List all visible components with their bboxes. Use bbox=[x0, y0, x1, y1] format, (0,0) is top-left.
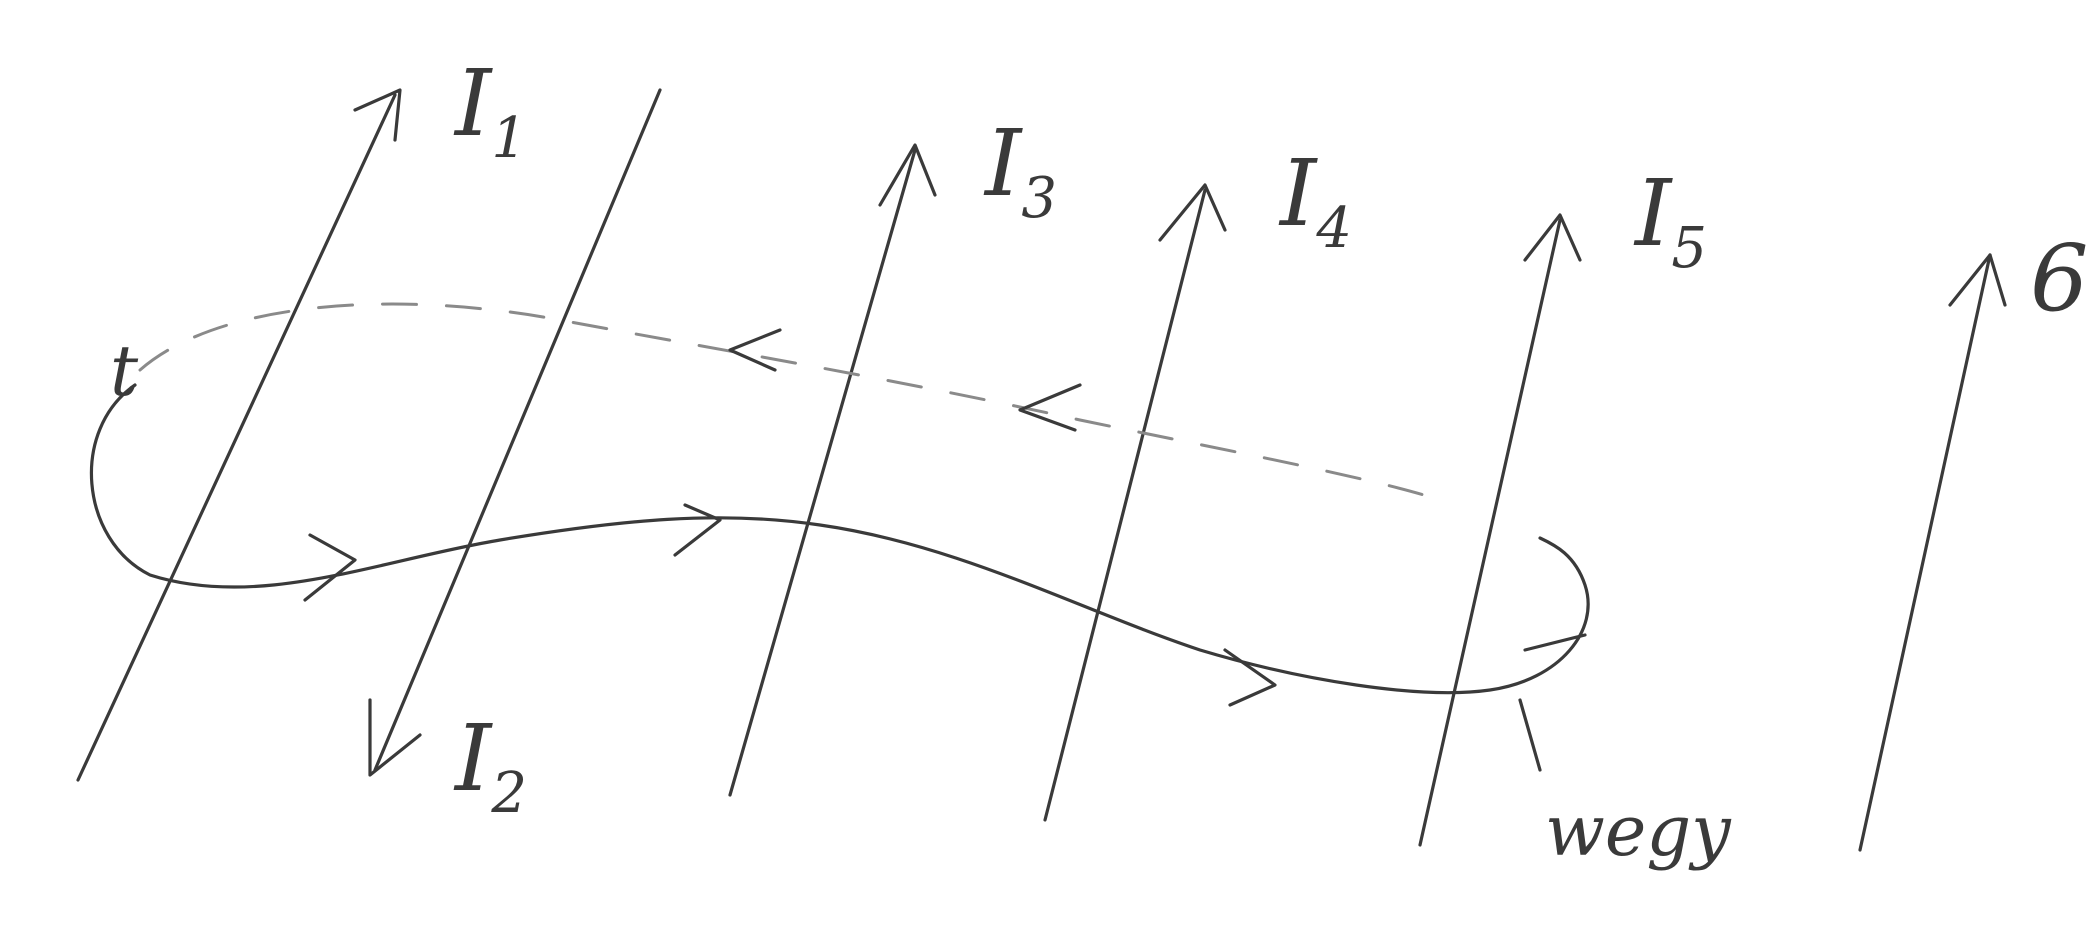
wire-i1 bbox=[76, 88, 402, 782]
label-wegy: wegy bbox=[1545, 790, 1732, 872]
label-t: t bbox=[110, 330, 139, 412]
wegy-pointer-line bbox=[1518, 698, 1542, 772]
arrowhead-up-icon bbox=[1158, 183, 1227, 242]
label-6: 6 bbox=[2030, 225, 2089, 332]
wire-i5 bbox=[1418, 213, 1582, 847]
label-i3: I3 bbox=[983, 110, 1057, 231]
chevron-right-icon bbox=[673, 503, 722, 557]
chevron-left-icon bbox=[728, 328, 782, 372]
chevron-left-icon bbox=[1018, 383, 1082, 432]
chevron-right-icon bbox=[1523, 633, 1587, 652]
chevron-right-icon bbox=[303, 533, 357, 602]
arrowhead-up-icon bbox=[1523, 213, 1582, 262]
arrowhead-up-icon bbox=[1948, 253, 2007, 307]
label-i1: I1 bbox=[453, 50, 527, 171]
label-i2: I2 bbox=[453, 705, 527, 826]
arrowhead-up-icon bbox=[878, 143, 937, 207]
label-i5: I5 bbox=[1633, 160, 1707, 281]
loop-path-dashed bbox=[138, 302, 1442, 502]
label-i4: I4 bbox=[1278, 140, 1352, 261]
arrowhead-up-icon bbox=[353, 88, 402, 142]
wire-i3 bbox=[728, 143, 937, 797]
wire-i4 bbox=[1043, 183, 1227, 822]
arrowhead-down-icon bbox=[368, 698, 422, 777]
chevron-right-icon bbox=[1223, 648, 1277, 707]
wire-i2 bbox=[368, 88, 662, 777]
loop-path-solid bbox=[89, 383, 1590, 707]
wire-6 bbox=[1858, 253, 2007, 852]
